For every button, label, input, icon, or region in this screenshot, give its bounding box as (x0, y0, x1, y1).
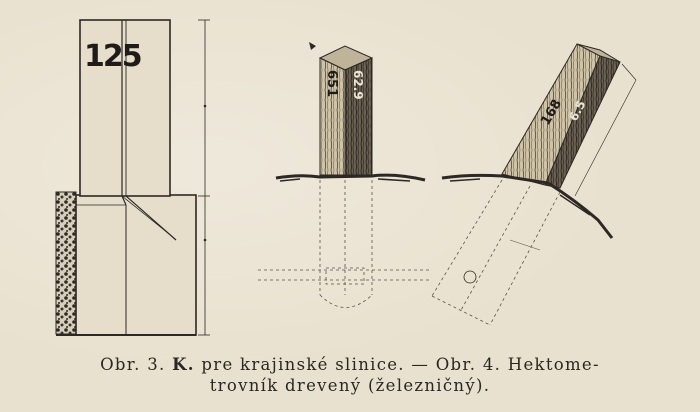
caption-fig3-letter: K. (172, 355, 195, 374)
caption-fig3-text: pre krajinské slinice. — Obr. 4. Hektome… (201, 355, 600, 374)
figure-inclined-post: 168 6.5 (431, 43, 637, 326)
caption-line-1: Obr. 3. K. pre krajinské slinice. — Obr.… (0, 355, 700, 375)
illustrations: 125 651 62.9 (55, 19, 637, 336)
figure-road-stone: 125 (55, 19, 210, 336)
caption-fig3-label: Obr. 3. (100, 355, 166, 374)
figure-vertical-post: 651 62.9 (258, 42, 430, 308)
caption-line-2: trovník drevený (železničný). (209, 376, 491, 395)
post-mark-left: 651 (324, 70, 339, 97)
post-mark-right: 62.9 (351, 70, 365, 100)
milestone-number: 125 (84, 39, 141, 74)
